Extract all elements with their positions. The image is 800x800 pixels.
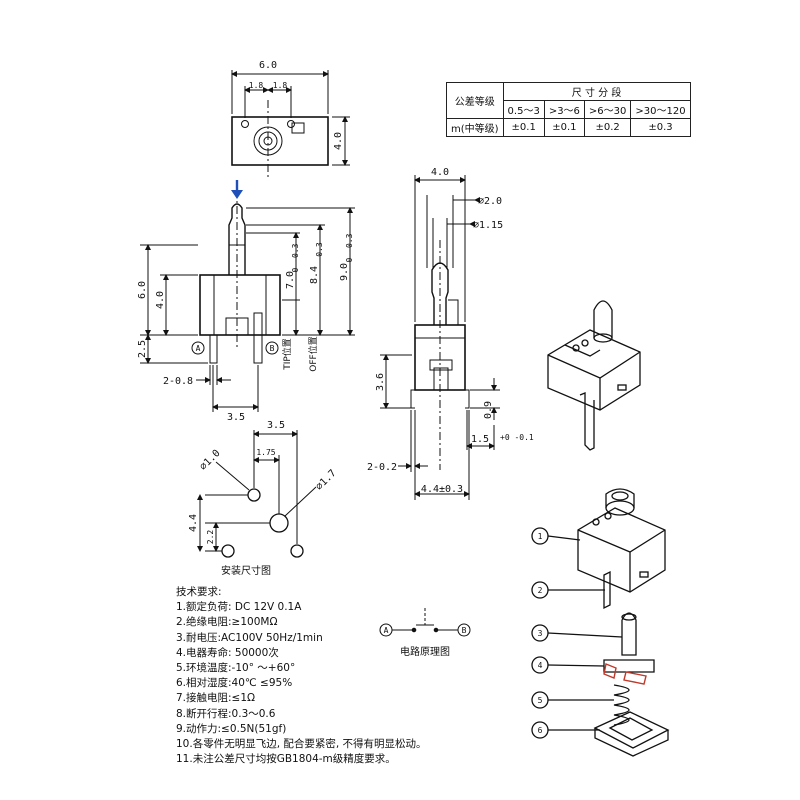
tol-value: ±0.2 (583, 118, 632, 137)
dim-lead-height: 3.6 (375, 373, 386, 391)
circuit-caption: 电路原理图 (400, 645, 450, 658)
dim-off-travel-tol: +0 -0.1 (500, 433, 534, 442)
technical-requirements: 技术要求: 1.额定负荷: DC 12V 0.1A 2.绝缘电阻:≥100MΩ … (176, 585, 427, 767)
part-number: 2 (538, 586, 543, 595)
iso-view (547, 300, 641, 451)
requirements-title: 技术要求: (176, 586, 222, 598)
requirement-item: 9.动作力:≤0.5N(51gf) (176, 722, 287, 735)
off-position-label: OFF位置 (307, 336, 319, 371)
dim-pin-width: 2-0.8 (163, 376, 193, 387)
dim-pin-pitch: 3.5 (227, 412, 245, 423)
mount-view (197, 430, 317, 558)
dim-pin-len: 2.5 (137, 340, 148, 358)
requirement-item: 8.断开行程:0.3～0.6 (176, 707, 276, 720)
front-view (140, 190, 355, 412)
dim-top-half-a: 1.8 (249, 81, 264, 90)
requirement-item: 2.绝缘电阻:≥100MΩ (176, 616, 278, 629)
tol-value: ±0.1 (502, 118, 545, 137)
requirement-item: 10.各零件无明显飞边, 配合要紧密, 不得有明显松动。 (176, 738, 427, 751)
dim-mount-pitch-x: 3.5 (267, 420, 285, 431)
top-view (231, 70, 350, 178)
dim-mount-offset-x: 1.75 (256, 448, 275, 457)
dim-body-mid: 4.0 (155, 291, 166, 309)
part-number: 6 (538, 726, 543, 735)
dim-off-travel: 1.5 (471, 434, 489, 445)
dim-mount-offset-y: 2.2 (206, 530, 215, 545)
exploded-view (531, 488, 670, 757)
requirement-item: 7.接触电阻:≤1Ω (176, 692, 256, 705)
requirement-item: 5.环境温度:-10° ～+60° (176, 662, 296, 675)
tolerance-table: 公差等级 尺 寸 分 段 0.5～3 >3～6 >6～30 >30～120 m(… (446, 82, 691, 137)
dim-hole-a: ⌀1.0 (198, 448, 223, 473)
tol-value: ±0.3 (630, 118, 691, 137)
dim-top-half-b: 1.8 (273, 81, 288, 90)
circuit-label-b: B (462, 626, 467, 635)
tip-position-label: TIP位置 (281, 338, 293, 371)
part-number: 4 (538, 661, 543, 670)
dim-total: 9.0 (339, 263, 350, 281)
requirement-item: 11.未注公差尺寸均按GB1804-m级精度要求。 (176, 753, 396, 766)
dim-base-width: 4.4±0.3 (421, 484, 463, 495)
dim-top-width: 6.0 (259, 60, 277, 71)
dim-body-h: 6.0 (137, 281, 148, 299)
dim-stroke-b: 8.4 (309, 266, 320, 284)
contact-plate (603, 663, 647, 685)
part-number: 5 (538, 696, 543, 705)
requirement-item: 4.电器寿命: 50000次 (176, 646, 279, 659)
part-number: 1 (538, 532, 543, 541)
circuit-label-a: A (384, 626, 389, 635)
requirement-item: 6.相对湿度:40℃ ≤95% (176, 677, 293, 690)
dim-stroke-a-tol: 0 -0.3 (291, 243, 300, 272)
circuit-diagram (379, 608, 471, 637)
dim-hole-b: ⌀1.7 (314, 468, 339, 493)
dim-top-height: 4.0 (333, 132, 344, 150)
dim-mount-pitch-y: 4.4 (188, 514, 199, 532)
dim-stroke-b-tol: -0.3 (315, 242, 324, 261)
dim-dia-top: ⌀2.0 (478, 196, 502, 207)
requirement-item: 1.额定负荷: DC 12V 0.1A (176, 601, 302, 614)
down-arrow-icon (231, 180, 243, 199)
pin-label-b: B (270, 344, 275, 353)
mount-caption: 安装尺寸图 (221, 564, 271, 577)
dim-total-tol: 0 -0.3 (345, 233, 354, 262)
dim-lead-gap: 0.9 (483, 401, 494, 419)
requirement-item: 3.耐电压:AC100V 50Hz/1min (176, 631, 323, 644)
pin-label-a: A (196, 344, 201, 353)
dim-stroke-a: 7.0 (285, 271, 296, 289)
dim-side-width: 4.0 (431, 167, 449, 178)
tol-row-header: 公差等级 (446, 82, 504, 119)
dim-dia-tip: ⌀1.15 (473, 220, 503, 231)
part-number: 3 (538, 629, 543, 638)
dim-lead-width: 2-0.2 (367, 462, 397, 473)
side-view (380, 175, 500, 500)
